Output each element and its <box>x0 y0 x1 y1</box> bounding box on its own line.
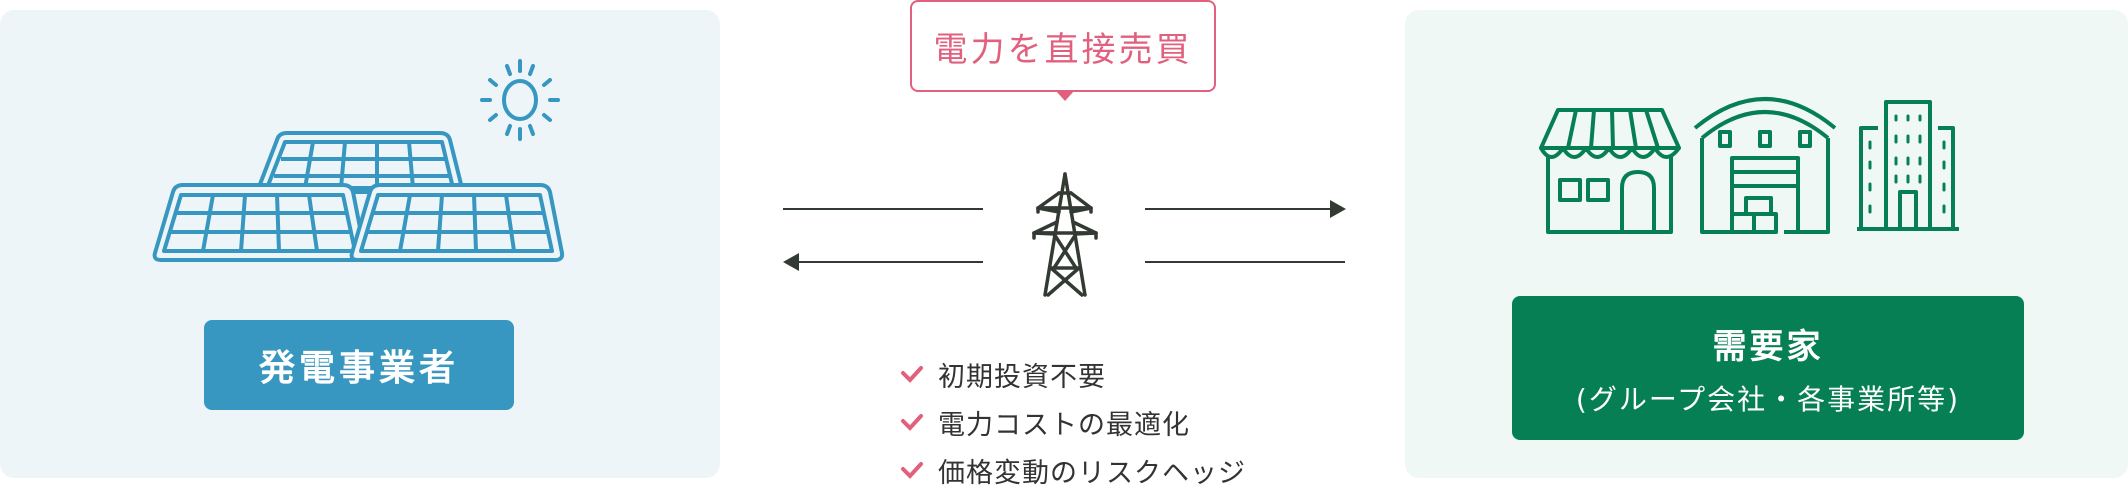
arrow-bottom-right-segment <box>1145 261 1345 263</box>
arrow-left-icon <box>783 253 799 271</box>
arrow-top-right-segment <box>1145 208 1335 210</box>
solar-panels-icon <box>152 131 565 262</box>
benefit-text: 価格変動のリスクヘッジ <box>938 457 1246 489</box>
arrow-bottom-left-segment <box>795 261 983 263</box>
consumer-label-title: 需要家 <box>1712 326 1824 367</box>
arrow-right-icon <box>1330 200 1346 218</box>
warehouse-icon <box>1693 97 1837 234</box>
benefit-item: 電力コストの最適化 <box>900 398 1246 446</box>
arrow-top-left-segment <box>783 208 983 210</box>
generator-label: 発電事業者 <box>204 320 514 410</box>
check-icon <box>901 414 923 431</box>
benefit-text: 電力コストの最適化 <box>938 409 1190 441</box>
generator-label-text: 発電事業者 <box>258 348 459 389</box>
direct-trade-callout: 電力を直接売買 <box>910 0 1216 92</box>
consumer-label-subtitle: (グループ会社・各事業所等) <box>1575 382 1961 416</box>
sun-icon <box>480 59 560 141</box>
transmission-tower-icon <box>1032 172 1098 297</box>
benefit-text: 初期投資不要 <box>938 361 1106 393</box>
callout-text: 電力を直接売買 <box>933 29 1193 70</box>
callout-pointer <box>1056 91 1074 101</box>
benefit-item: 価格変動のリスクヘッジ <box>900 446 1246 494</box>
consumer-label: 需要家 (グループ会社・各事業所等) <box>1512 296 2024 440</box>
shop-icon <box>1539 108 1681 234</box>
benefits-list: 初期投資不要 電力コストの最適化 価格変動のリスクヘッジ <box>900 350 1246 494</box>
office-building-icon <box>1857 100 1959 231</box>
check-icon <box>901 366 923 383</box>
check-icon <box>901 462 923 479</box>
benefit-item: 初期投資不要 <box>900 350 1246 398</box>
